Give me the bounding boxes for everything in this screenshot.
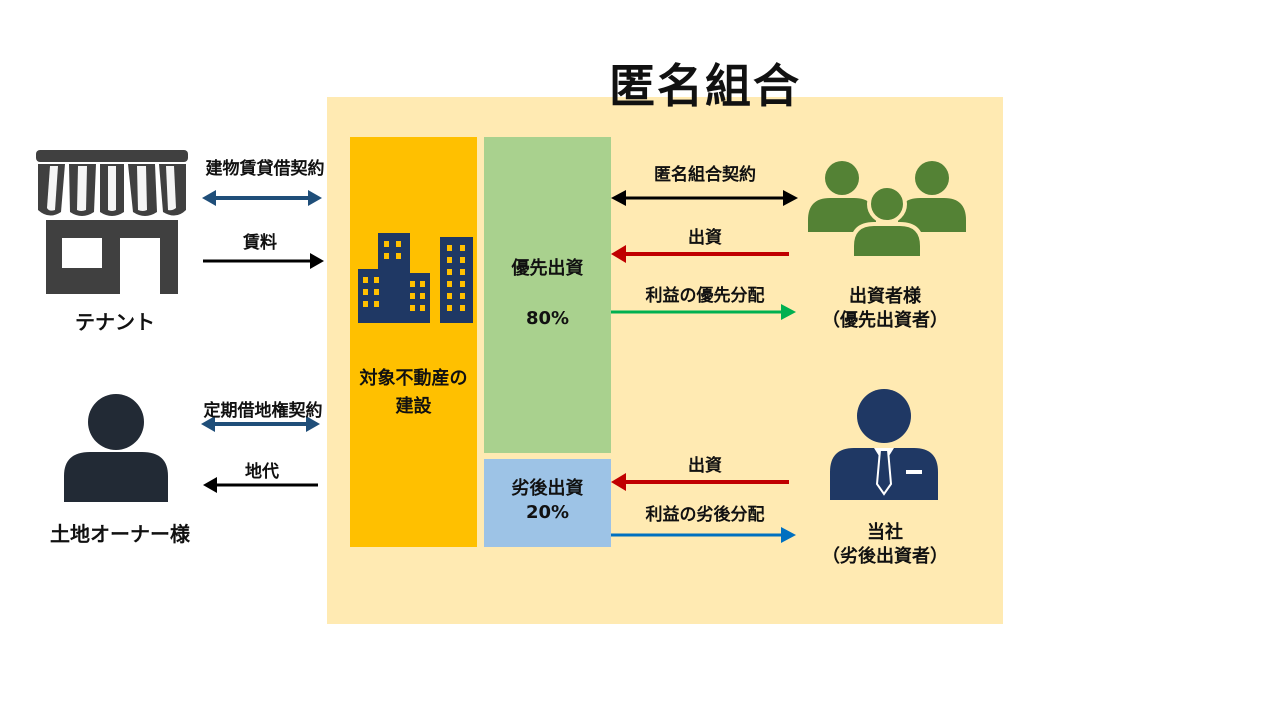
senior-investment-arrow bbox=[611, 245, 789, 263]
lease-contract-label: 建物賃貸借契約 bbox=[205, 159, 325, 179]
storefront-icon bbox=[36, 150, 188, 294]
buildings-icon bbox=[358, 233, 473, 323]
junior-investment-block: 劣後出資 20% bbox=[484, 459, 611, 547]
junior-distribution-arrow bbox=[611, 527, 796, 543]
senior-investment-flow-label: 出資 bbox=[688, 228, 722, 248]
diagram-title: 匿名組合 bbox=[609, 59, 801, 113]
landowner-label: 土地オーナー様 bbox=[50, 522, 190, 546]
businessman-icon bbox=[830, 389, 938, 500]
rent-label: 賃料 bbox=[243, 233, 277, 253]
junior-investment-percent: 20% bbox=[525, 502, 570, 523]
land-rent-label: 地代 bbox=[245, 462, 279, 482]
junior-investment-flow-label: 出資 bbox=[688, 456, 722, 476]
lease-contract-arrow bbox=[202, 190, 322, 206]
investors-role: （優先出資者） bbox=[822, 310, 948, 331]
company-name: 当社 bbox=[867, 522, 903, 543]
senior-distribution-label: 利益の優先分配 bbox=[645, 286, 765, 306]
land-lease-contract-label: 定期借地権契約 bbox=[203, 401, 323, 421]
partnership-contract-label: 匿名組合契約 bbox=[654, 165, 756, 185]
company-role: （劣後出資者） bbox=[822, 546, 948, 567]
senior-investment-percent: 80% bbox=[525, 308, 570, 329]
property-block: 対象不動産の建設 bbox=[350, 137, 477, 547]
group-icon bbox=[808, 161, 966, 258]
senior-distribution-arrow bbox=[611, 304, 796, 320]
junior-investment-label: 劣後出資 bbox=[511, 478, 584, 499]
property-block-label: 対象不動産の建設 bbox=[359, 368, 468, 417]
junior-investment-arrow bbox=[611, 473, 789, 491]
person-icon bbox=[64, 394, 168, 502]
land-lease-contract-arrow bbox=[201, 416, 320, 432]
junior-distribution-label: 利益の劣後分配 bbox=[645, 505, 765, 525]
investors-name: 出資者様 bbox=[849, 286, 921, 307]
rent-arrow bbox=[203, 253, 324, 269]
land-rent-arrow bbox=[203, 477, 318, 493]
tenant-label: テナント bbox=[75, 310, 155, 334]
partnership-contract-arrow bbox=[611, 190, 798, 206]
senior-investment-block: 優先出資 80% bbox=[484, 137, 611, 453]
senior-investment-label: 優先出資 bbox=[511, 258, 584, 279]
